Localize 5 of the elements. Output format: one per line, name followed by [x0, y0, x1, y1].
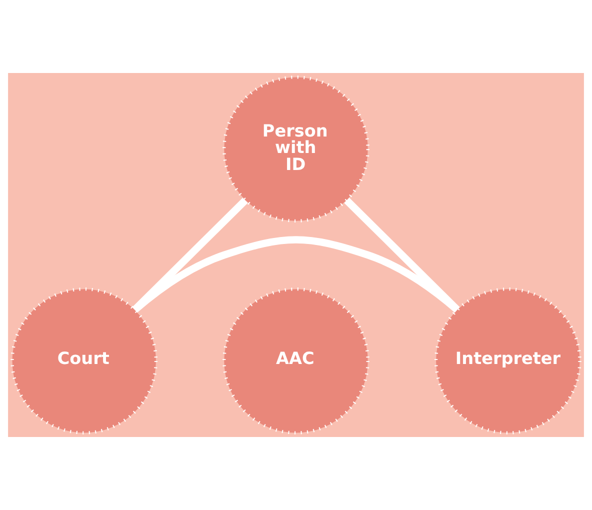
node-circle: Person with ID	[222, 76, 370, 222]
node-circle: AAC	[222, 288, 370, 434]
connector	[132, 236, 460, 313]
node-circle: Court	[10, 288, 158, 434]
node-circle: Interpreter	[434, 288, 582, 434]
